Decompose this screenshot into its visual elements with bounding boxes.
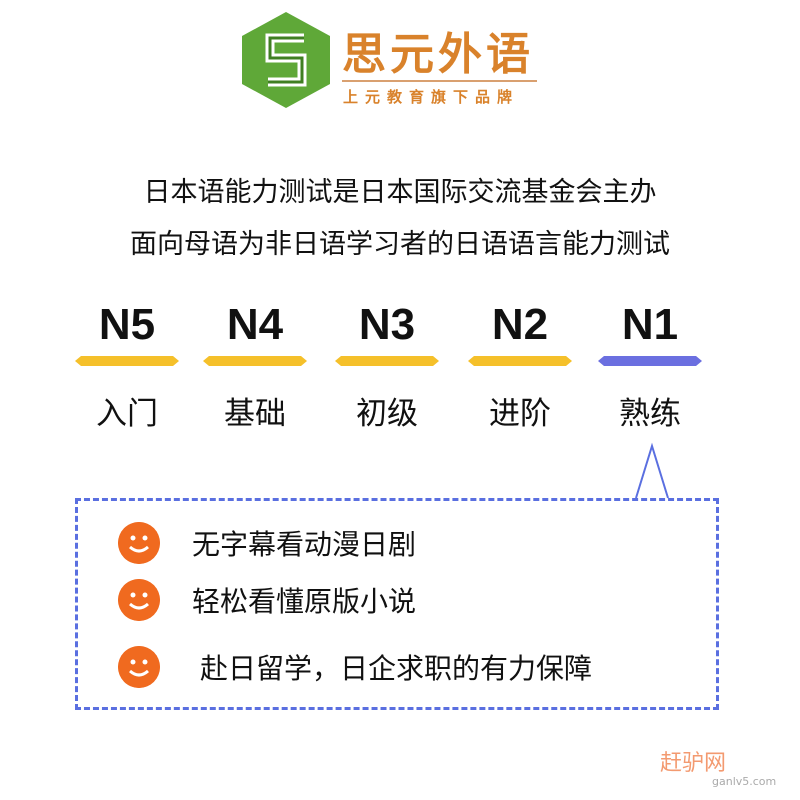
level-label: 初级 — [356, 396, 418, 432]
level-label: 熟练 — [619, 396, 681, 432]
level-n3: N3 初级 — [332, 300, 442, 433]
level-code: N5 — [98, 300, 156, 349]
level-label: 基础 — [224, 396, 286, 432]
level-bar — [598, 356, 702, 366]
level-n5: N5 入门 — [72, 300, 182, 433]
intro-line-1: 日本语能力测试是日本国际交流基金会主办 — [143, 177, 657, 208]
level-n4: N4 基础 — [200, 300, 310, 433]
benefits-box — [75, 498, 719, 710]
level-bar — [75, 356, 179, 366]
logo-divider — [342, 80, 537, 82]
intro-line-2: 面向母语为非日语学习者的日语语言能力测试 — [130, 229, 670, 260]
benefit-item: 赴日留学，日企求职的有力保障 — [118, 646, 592, 688]
level-n2: N2 进阶 — [465, 300, 575, 433]
benefit-text: 无字幕看动漫日剧 — [192, 528, 417, 561]
level-code: N4 — [226, 300, 284, 349]
level-bar — [335, 356, 439, 366]
level-bar — [468, 356, 572, 366]
logo-icon — [242, 12, 330, 108]
level-label: 进阶 — [489, 396, 551, 432]
level-code: N3 — [358, 300, 416, 349]
level-code: N2 — [491, 300, 549, 349]
smiley-icon — [118, 522, 160, 564]
level-n1: N1 熟练 — [595, 300, 705, 433]
benefit-item: 轻松看懂原版小说 — [118, 579, 416, 621]
watermark-url: ganlv5.com — [712, 775, 777, 788]
level-label: 入门 — [96, 396, 158, 432]
smiley-icon — [118, 646, 160, 688]
logo-tagline: 上元教育旗下品牌 — [343, 88, 520, 106]
benefit-text: 轻松看懂原版小说 — [192, 585, 417, 618]
watermark-name: 赶驴网 — [660, 751, 727, 776]
benefit-text: 赴日留学，日企求职的有力保障 — [200, 652, 593, 685]
benefit-item: 无字幕看动漫日剧 — [118, 522, 416, 564]
smiley-icon — [118, 579, 160, 621]
logo-name: 思元外语 — [342, 29, 534, 80]
pointer-icon — [635, 442, 669, 502]
level-bar — [203, 356, 307, 366]
level-code: N1 — [621, 300, 679, 349]
